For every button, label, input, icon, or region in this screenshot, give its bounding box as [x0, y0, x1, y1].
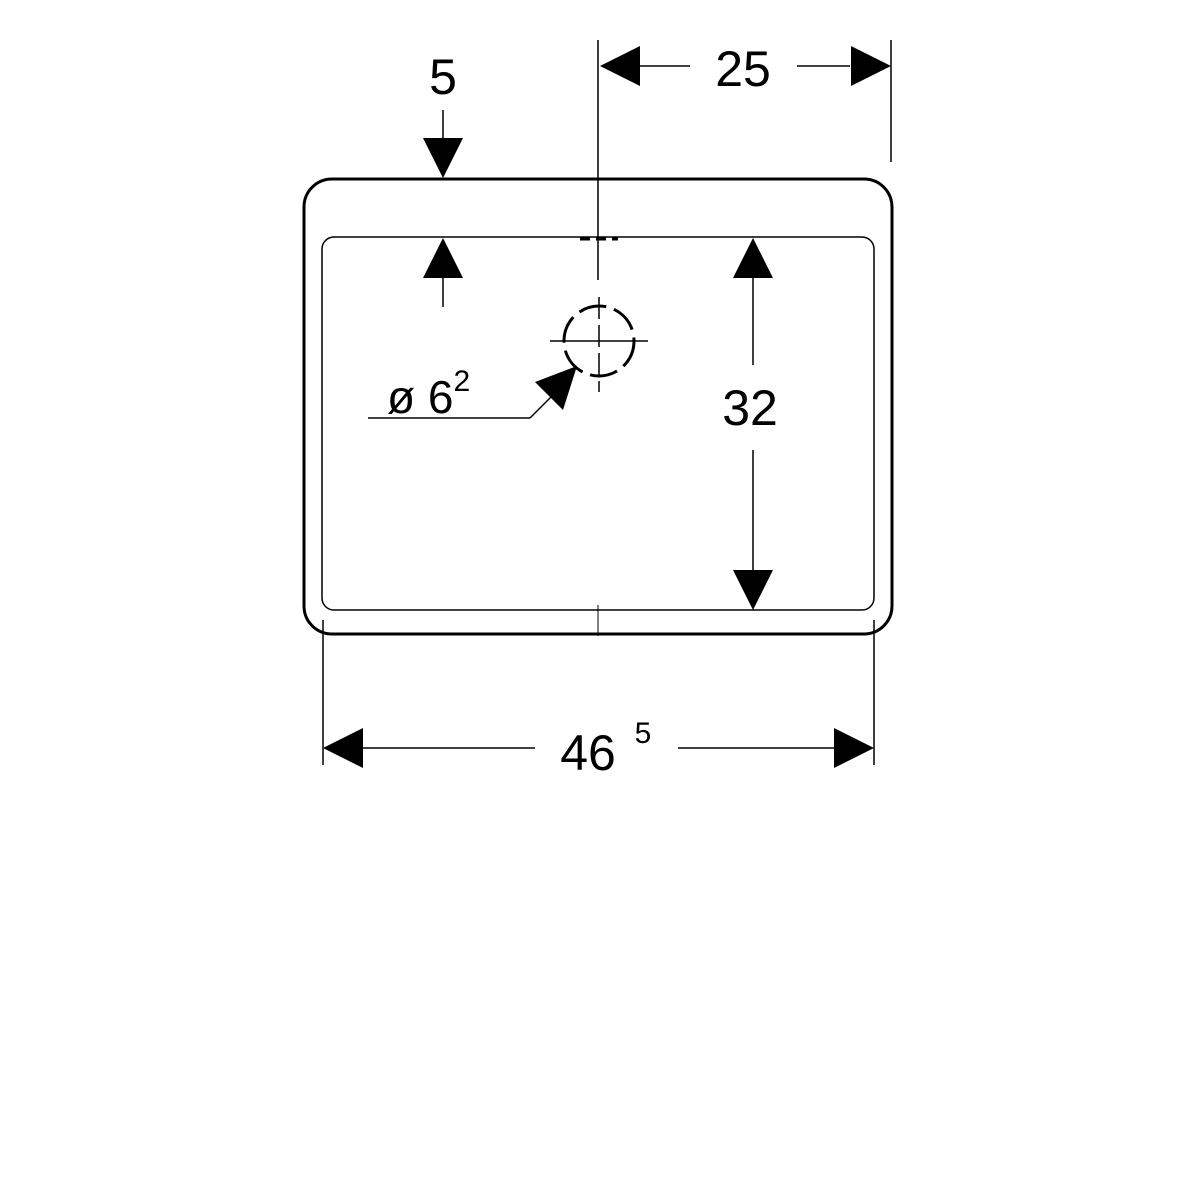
dimension-drain-diameter: ø 62: [368, 365, 577, 423]
width-arrowhead-right: [834, 728, 874, 768]
dimension-rim-width: 5: [423, 49, 463, 307]
dimension-label-width: 46: [560, 725, 616, 781]
dimension-label-depth: 32: [722, 380, 778, 436]
leader-arrowhead: [535, 366, 577, 410]
dimension-label-width-superscript: 5: [635, 717, 652, 750]
depth-arrowhead-up: [733, 238, 773, 278]
dimension-width: 46 5: [322, 620, 875, 781]
dimension-label-drain-diameter: ø 62: [387, 365, 470, 423]
leader-diagonal: [529, 395, 553, 419]
rim-arrowhead-down: [423, 138, 463, 178]
drain-diameter-superscript: 2: [453, 365, 470, 398]
depth-arrowhead-down: [733, 570, 773, 610]
drain: [550, 297, 648, 392]
sink-inner-basin: [321, 236, 875, 611]
width-arrowhead-left: [323, 728, 363, 768]
arrowhead-left: [600, 46, 640, 86]
dimension-label-drain-offset: 25: [715, 41, 771, 97]
rim-arrowhead-up: [423, 238, 463, 278]
arrowhead-right: [851, 46, 891, 86]
drain-diameter-main: ø 6: [387, 371, 453, 423]
dimension-label-rim-width: 5: [429, 49, 457, 105]
dimension-drain-offset: 25: [600, 40, 892, 162]
dimension-depth: 32: [722, 238, 778, 610]
